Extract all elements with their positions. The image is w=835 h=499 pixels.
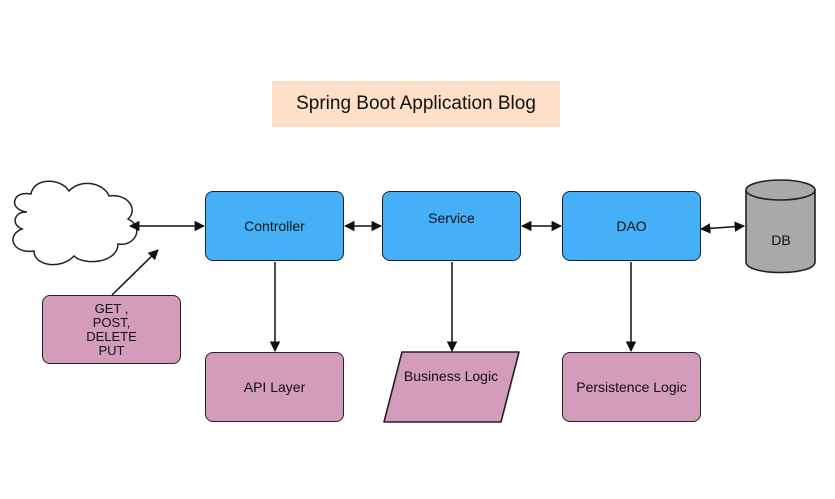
persistence-logic-node: Persistence Logic: [562, 352, 701, 422]
business-logic-label: Business Logic: [403, 368, 499, 384]
http-method-put: PUT: [98, 343, 125, 358]
http-method-post: POST,: [92, 315, 131, 330]
http-methods-node: GET , POST, DELETE PUT: [42, 295, 181, 364]
api-layer-node: API Layer: [205, 352, 344, 422]
service-node: Service: [382, 191, 521, 261]
http-method-get: GET ,: [94, 301, 129, 316]
db-cylinder-body: [745, 190, 816, 274]
diagram-title: Spring Boot Application Blog: [272, 81, 560, 127]
database-label: DB: [771, 232, 791, 248]
request-to-cloud-arrow: [111, 249, 159, 296]
client-cloud-icon: [12, 180, 138, 266]
dao-db-arrow: [699, 221, 746, 234]
controller-node: Controller: [205, 191, 344, 261]
dao-node: DAO: [562, 191, 701, 261]
business-logic-shape: [383, 351, 520, 423]
http-method-delete: DELETE: [86, 329, 137, 344]
db-cylinder-top: [745, 179, 816, 201]
http-method-list: GET , POST, DELETE PUT: [86, 302, 137, 358]
